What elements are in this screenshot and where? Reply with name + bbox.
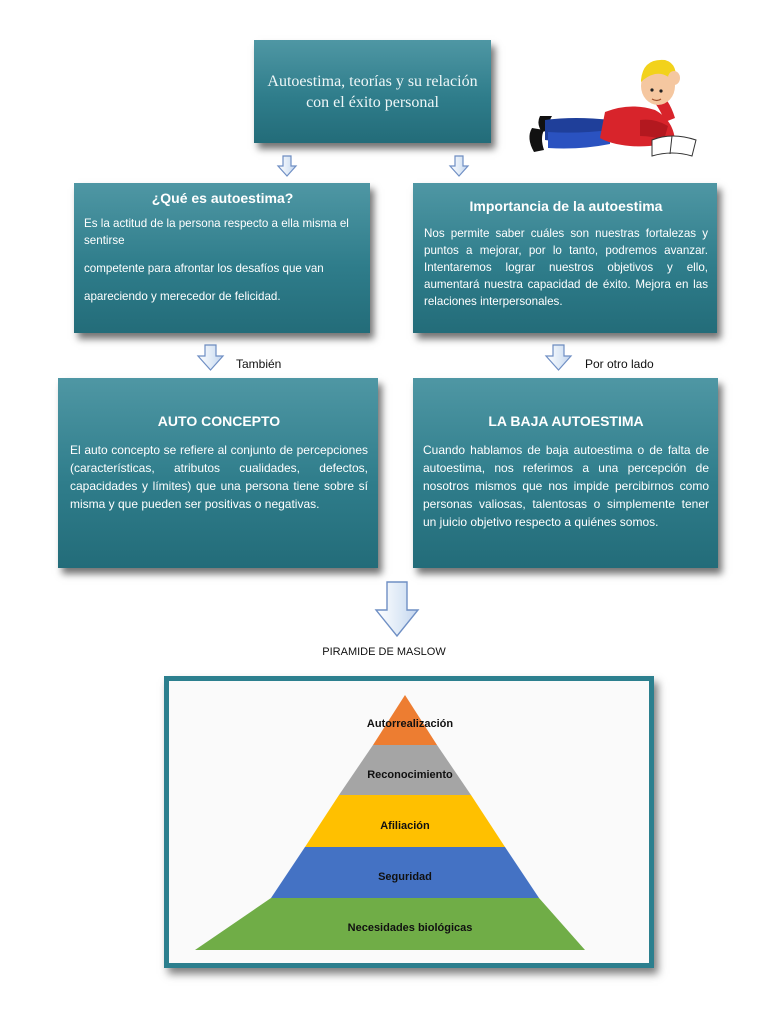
pyramid-level-seguridad xyxy=(271,847,539,898)
what-is-line: Es la actitud de la persona respecto a e… xyxy=(84,217,349,247)
pyramid-level-afiliacion xyxy=(305,795,505,847)
pyramid-level-reconocimiento xyxy=(339,745,471,795)
self-concept-title: AUTO CONCEPTO xyxy=(157,413,281,429)
pyramid-label: Seguridad xyxy=(378,871,432,883)
maslow-pyramid: Autorrealización Reconocimiento Afiliaci… xyxy=(195,695,585,950)
arrow-down-icon xyxy=(276,155,298,177)
main-title: Autoestima, teorías y su relación con el… xyxy=(267,72,478,111)
what-is-line: competente para afrontar los desafíos qu… xyxy=(84,262,324,275)
self-concept-box: AUTO CONCEPTO El auto concepto se refier… xyxy=(58,378,378,568)
low-self-esteem-text: Cuando hablamos de baja autoestima o de … xyxy=(423,443,709,529)
self-concept-text: El auto concepto se refiere al conjunto … xyxy=(70,443,368,511)
what-is-self-esteem-title: ¿Qué es autoestima? xyxy=(151,190,294,206)
low-self-esteem-title: LA BAJA AUTOESTIMA xyxy=(488,413,644,429)
connector-label-por-otro-lado: Por otro lado xyxy=(585,357,654,371)
pyramid-level-autorrealizacion xyxy=(373,695,437,745)
maslow-pyramid-frame: Autorrealización Reconocimiento Afiliaci… xyxy=(164,676,654,968)
maslow-title: PIRAMIDE DE MASLOW xyxy=(322,646,446,658)
importance-text: Nos permite saber cuáles son nuestras fo… xyxy=(424,227,708,308)
importance-title: Importancia de la autoestima xyxy=(469,198,663,214)
pyramid-label: Reconocimiento xyxy=(367,769,453,781)
arrow-down-icon xyxy=(544,344,573,371)
pyramid-level-necesidades xyxy=(195,898,585,950)
pyramid-label: Necesidades biológicas xyxy=(348,922,473,934)
arrow-down-icon xyxy=(374,581,420,638)
main-title-box: Autoestima, teorías y su relación con el… xyxy=(254,40,491,143)
low-self-esteem-box: LA BAJA AUTOESTIMA Cuando hablamos de ba… xyxy=(413,378,718,568)
what-is-self-esteem-box: ¿Qué es autoestima? Es la actitud de la … xyxy=(74,183,370,333)
connector-label-tambien: También xyxy=(236,357,282,371)
what-is-line: apareciendo y merecedor de felicidad. xyxy=(84,290,281,303)
importance-box: Importancia de la autoestima Nos permite… xyxy=(413,183,717,333)
pyramid-label: Autorrealización xyxy=(367,718,453,730)
arrow-down-icon xyxy=(448,155,470,177)
arrow-down-icon xyxy=(196,344,225,371)
pyramid-label: Afiliación xyxy=(380,820,430,832)
